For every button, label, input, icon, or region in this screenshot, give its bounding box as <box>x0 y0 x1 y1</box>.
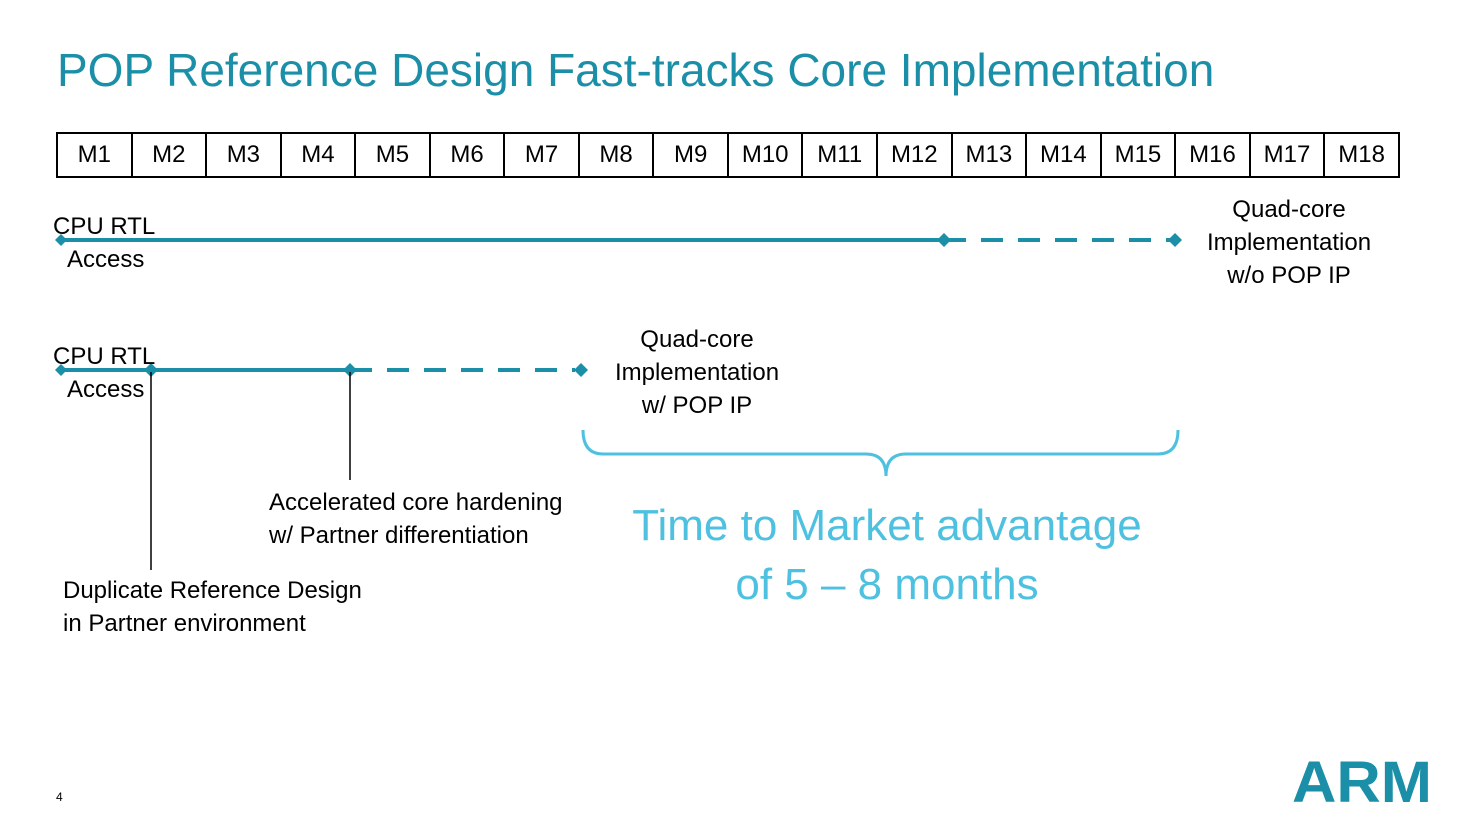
arm-logo-text: ARM <box>1292 752 1432 808</box>
page-number: 4 <box>56 790 63 804</box>
advantage-brace <box>581 429 1180 477</box>
row1-end-label: Quad-core Implementation w/o POP IP <box>1189 193 1389 292</box>
row2-end-label-line2: Implementation <box>614 359 780 386</box>
month-cell: M9 <box>652 132 729 178</box>
month-cell: M5 <box>354 132 431 178</box>
arm-logo: ARM <box>1292 752 1432 808</box>
row2-end-label: Quad-core Implementation w/ POP IP <box>597 323 797 422</box>
row2-accelerated-milestone <box>343 363 357 377</box>
row2-duplicate-milestone <box>144 363 158 377</box>
month-cell: M13 <box>950 132 1028 178</box>
slide-title: POP Reference Design Fast-tracks Core Im… <box>57 44 1215 96</box>
month-cell: M7 <box>503 132 580 178</box>
accelerated-annotation-line2: w/ Partner differentiation <box>269 522 529 549</box>
row2-end-label-line3: w/ POP IP <box>641 392 753 419</box>
time-to-market-callout: Time to Market advantage of 5 – 8 months <box>587 496 1187 614</box>
callout-line1: Time to Market advantage <box>632 501 1142 550</box>
month-cell: M17 <box>1248 132 1326 178</box>
month-cell: M12 <box>876 132 953 178</box>
month-cell: M18 <box>1323 132 1400 178</box>
month-cell: M1 <box>56 132 133 178</box>
accelerated-annotation: Accelerated core hardening w/ Partner di… <box>269 486 563 552</box>
row1-start-milestone <box>55 234 67 246</box>
row1-mid-milestone <box>937 233 951 247</box>
month-cell: M4 <box>279 132 357 178</box>
month-cell: M3 <box>205 132 282 178</box>
month-cell: M16 <box>1174 132 1251 178</box>
row1-start-label-line2: Access <box>67 246 145 273</box>
month-cell: M6 <box>428 132 506 178</box>
row1-end-label-line2: Implementation <box>1206 229 1372 256</box>
month-header-table: M1 M2 M3 M4 M5 M6 M7 M8 M9 M10 M11 M12 M… <box>56 132 1400 178</box>
row2-start-milestone <box>55 364 67 376</box>
row2-start-label-line2: Access <box>67 376 145 403</box>
duplicate-annotation-line1: Duplicate Reference Design <box>63 577 362 604</box>
row1-start-label-line1: CPU RTL <box>53 213 156 240</box>
callout-line2: of 5 – 8 months <box>735 560 1039 609</box>
month-cell: M15 <box>1099 132 1177 178</box>
row2-end-milestone <box>574 363 588 377</box>
month-cell: M10 <box>726 132 804 178</box>
row2-end-label-line1: Quad-core <box>640 326 754 353</box>
month-cell: M11 <box>801 132 879 178</box>
row1-end-label-line3: w/o POP IP <box>1227 262 1351 289</box>
month-cell: M8 <box>577 132 655 178</box>
month-cell: M14 <box>1025 132 1102 178</box>
row2-start-label-line1: CPU RTL <box>53 343 156 370</box>
month-cell: M2 <box>130 132 208 178</box>
row1-end-milestone <box>1168 233 1182 247</box>
row1-end-label-line1: Quad-core <box>1232 196 1346 223</box>
month-header-row: M1 M2 M3 M4 M5 M6 M7 M8 M9 M10 M11 M12 M… <box>56 132 1400 178</box>
duplicate-annotation-line2: in Partner environment <box>63 610 306 637</box>
duplicate-annotation: Duplicate Reference Design in Partner en… <box>63 574 362 640</box>
accelerated-annotation-line1: Accelerated core hardening <box>269 489 563 516</box>
